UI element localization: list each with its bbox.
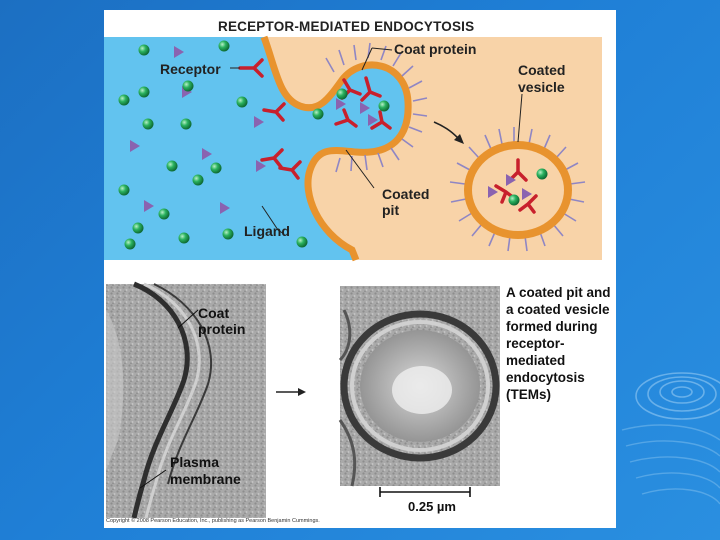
label-coat-protein: Coat protein: [394, 41, 477, 57]
copyright-notice: Copyright © 2008 Pearson Education, Inc.…: [106, 518, 320, 524]
figure-panel: RECEPTOR-MEDIATED ENDOCYTOSIS Coat prote…: [104, 10, 616, 528]
scale-bar-label: 0.25 µm: [408, 499, 456, 514]
ligand-triangles: [130, 46, 532, 214]
micrograph-vesicle: [338, 286, 500, 487]
micrograph-pit: [106, 281, 266, 519]
pit-to-vesicle-arrow: [433, 121, 464, 144]
coated-pit-bristles: [325, 42, 428, 173]
plasma-membrane: [260, 35, 412, 262]
ligand-spheres: [118, 40, 548, 250]
micrograph-arrow: [276, 388, 306, 396]
micrograph-label-coat-protein: Coat protein: [198, 305, 246, 337]
illustration-svg: [104, 35, 602, 519]
micrograph-label-plasma-membrane: Plasma membrane: [170, 454, 241, 487]
diagram-title: RECEPTOR-MEDIATED ENDOCYTOSIS: [218, 19, 475, 34]
leader-lines: [230, 47, 523, 235]
figure-caption: A coated pit and a coated vesicle formed…: [506, 285, 611, 402]
label-ligand: Ligand: [244, 223, 290, 239]
label-coated-pit: Coated pit: [382, 186, 430, 218]
label-receptor: Receptor: [160, 61, 221, 77]
label-coated-vesicle: Coated vesicle: [518, 62, 566, 95]
micrograph-leader-lines: [139, 309, 199, 489]
scale-bar: [379, 487, 471, 497]
